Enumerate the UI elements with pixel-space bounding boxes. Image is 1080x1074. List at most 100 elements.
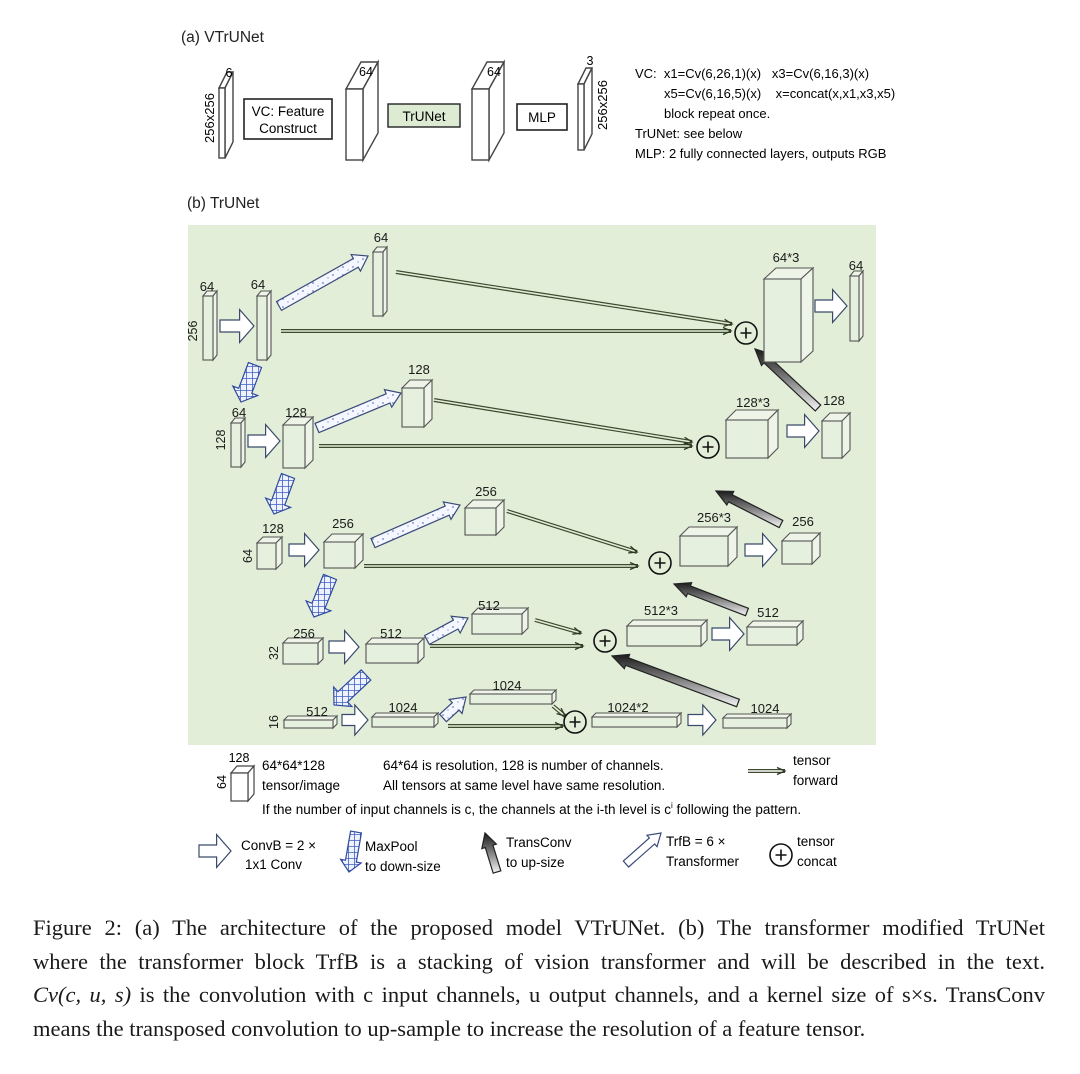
level-32-maxpool-arrow bbox=[333, 669, 372, 708]
level-16-transformer-tensor bbox=[468, 688, 558, 706]
legend-tensor-channels: 128 bbox=[229, 751, 250, 765]
level-16-decoder-tensor bbox=[721, 712, 793, 730]
level-256-input-tensor-front bbox=[202, 295, 214, 361]
rgb-output-tensor-block-side bbox=[583, 67, 593, 151]
level-32-decoder-tensor bbox=[745, 619, 805, 647]
level-16-encoder-tensor-front bbox=[371, 716, 435, 728]
level-32-input-channels-label: 256 bbox=[293, 626, 315, 641]
level-16-encoder-channels-label: 1024 bbox=[389, 700, 418, 715]
level-32-concat-channels-label: 512*3 bbox=[644, 603, 678, 618]
output-channels-label: 3 bbox=[587, 54, 594, 68]
level-16-trfb-arrow bbox=[438, 696, 467, 723]
level-32-encoder-forward-arrow-head bbox=[574, 641, 585, 651]
legend-forward-line1: tensor bbox=[793, 753, 831, 768]
level-128-encoder-forward-arrow-head bbox=[683, 441, 694, 451]
level-128-concat-tensor-front bbox=[725, 419, 769, 459]
legend-explain-2: All tensors at same level have same reso… bbox=[383, 778, 665, 793]
level-256-trfb-arrow bbox=[275, 253, 369, 312]
vc-output-tensor-block-front bbox=[345, 88, 364, 161]
level-16-resolution-label: 16 bbox=[267, 715, 281, 729]
level-256-input-tensor bbox=[201, 289, 219, 362]
level-128-encoder-tensor-front bbox=[282, 424, 306, 469]
level-32-skip-forward-arrow-head bbox=[572, 626, 583, 635]
level-256-resolution-label: 256 bbox=[186, 321, 200, 342]
level-64-input-tensor-front bbox=[256, 542, 277, 570]
vc-note-2: x5=Cv(6,16,5)(x) x=concat(x,x1,x3,x5) bbox=[664, 86, 895, 101]
level-64-decoder-tensor bbox=[780, 531, 822, 566]
level-64-concat-node bbox=[648, 551, 672, 575]
trunet-block-label: TrUNet bbox=[403, 109, 446, 124]
legend-convb-arrow bbox=[198, 833, 232, 869]
legend-transconv-line2: to up-size bbox=[506, 855, 565, 870]
legend-concat-node-cross bbox=[775, 849, 787, 861]
legend-transconv-arrow bbox=[481, 831, 502, 874]
level-64-convb-arrow bbox=[288, 532, 320, 568]
level-64-trfb-arrow bbox=[370, 501, 461, 549]
level-128-encoder-forward-arrow bbox=[319, 441, 694, 451]
level-32-transformer-tensor-front bbox=[471, 613, 523, 635]
level-16-encoder-forward-arrow bbox=[448, 721, 565, 731]
level-64-transformer-tensor-front bbox=[464, 507, 497, 536]
input-tensor-block-side bbox=[224, 71, 234, 159]
level-128-transformer-tensor-side bbox=[423, 378, 433, 429]
level-256-decoder-tensor-side bbox=[858, 269, 864, 343]
level-64-decoder-convb-arrow bbox=[744, 532, 778, 568]
mlp-block-label: MLP bbox=[528, 110, 556, 125]
level-256-concat-tensor bbox=[762, 266, 815, 364]
legend-pattern-post: following the pattern. bbox=[673, 802, 801, 817]
level-64-concat-channels-label: 256*3 bbox=[697, 510, 731, 525]
level-256-concat-node bbox=[734, 321, 758, 345]
level-128-resolution-label: 128 bbox=[214, 430, 228, 451]
legend-forward-arrow bbox=[748, 766, 787, 776]
level-32-concat-node-cross bbox=[599, 635, 611, 647]
legend-maxpool-line2: to down-size bbox=[365, 859, 441, 874]
rgb-output-tensor-block bbox=[576, 67, 594, 151]
level-32-encoder-tensor-front bbox=[365, 643, 419, 664]
level-16-transformer-tensor-front bbox=[469, 693, 553, 705]
level-128-transformer-tensor-front bbox=[401, 387, 425, 428]
legend-pattern-sup: i bbox=[671, 801, 673, 810]
caption-line-3-rest: is the convolution with c input channels… bbox=[131, 982, 1045, 1007]
legend-concat-line1: tensor bbox=[797, 834, 835, 849]
input-channels-label: 6 bbox=[226, 66, 233, 80]
level-128-concat-node-circle bbox=[696, 435, 720, 459]
level-16-concat-node-cross bbox=[569, 716, 581, 728]
panel-b-title: (b) TrUNet bbox=[187, 195, 260, 212]
level-64-transconv-arrow bbox=[714, 490, 784, 529]
level-256-concat-tensor-front bbox=[763, 278, 802, 363]
legend-forward-line2: forward bbox=[793, 773, 838, 788]
level-128-concat-node-cross bbox=[702, 441, 714, 453]
level-128-transformer-channels-label: 128 bbox=[408, 362, 430, 377]
level-256-input-tensor-side bbox=[212, 289, 218, 362]
level-32-encoder-channels-label: 512 bbox=[380, 626, 402, 641]
legend-trfb-line1: TrfB = 6 × bbox=[666, 834, 726, 849]
level-128-decoder-convb-arrow bbox=[786, 413, 820, 449]
level-32-concat-node-circle bbox=[593, 629, 617, 653]
level-16-decoder-tensor-front bbox=[722, 717, 788, 729]
legend-forward-arrow-head bbox=[776, 766, 787, 776]
level-128-decoder-tensor-side bbox=[841, 411, 851, 460]
level-256-concat-tensor-side bbox=[800, 266, 814, 364]
caption-line-1: Figure 2: (a) The architecture of the pr… bbox=[33, 915, 1045, 940]
level-16-concat-node-circle bbox=[563, 710, 587, 734]
caption-math-cv: Cv(c, u, s) bbox=[33, 982, 132, 1007]
legend-trfb-line2: Transformer bbox=[666, 854, 740, 869]
level-32-transformer-channels-label: 512 bbox=[478, 598, 500, 613]
legend-concat-node bbox=[769, 843, 793, 867]
level-256-decoder-channels-label: 64 bbox=[849, 258, 863, 273]
level-256-encoder-forward-arrow-head bbox=[722, 326, 733, 336]
level-16-concat-node bbox=[563, 710, 587, 734]
level-64-skip-forward-arrow-head bbox=[628, 545, 639, 554]
legend-concat-node-circle bbox=[769, 843, 793, 867]
level-16-input-tensor bbox=[282, 714, 339, 730]
legend-tensor-line2: tensor/image bbox=[262, 778, 340, 793]
level-128-decoder-tensor bbox=[820, 411, 852, 460]
level-128-transformer-tensor bbox=[400, 378, 434, 429]
level-128-skip-forward-arrow-b bbox=[434, 398, 693, 442]
level-64-skip-forward-arrow-b bbox=[507, 509, 638, 552]
level-256-skip-forward-arrow-head bbox=[723, 318, 734, 327]
level-32-convb-arrow bbox=[328, 629, 360, 665]
level-64-concat-tensor-top bbox=[678, 526, 739, 537]
level-32-skip-forward-arrow bbox=[534, 618, 583, 635]
level-64-concat-tensor bbox=[678, 525, 739, 568]
